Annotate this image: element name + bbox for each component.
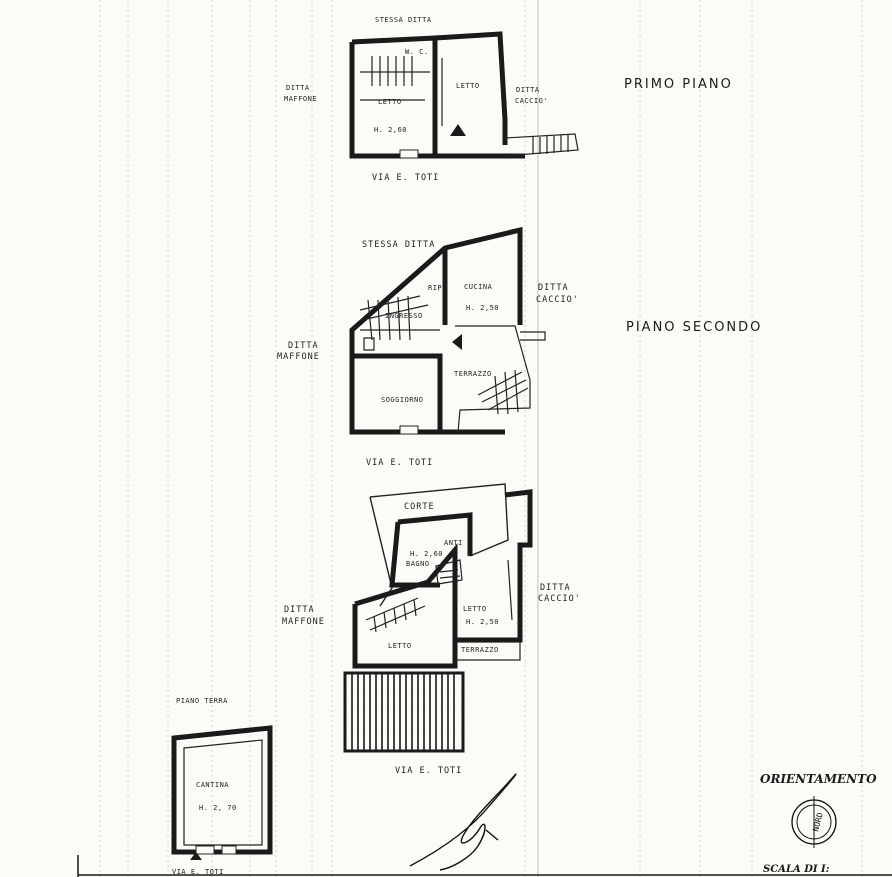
plan1-height: H. 2,60 xyxy=(374,126,407,134)
plan3-anti: ANTI xyxy=(444,539,463,547)
plan3-letto-a: LETTO xyxy=(463,605,487,613)
nord-label: NORD xyxy=(811,811,825,832)
plan3-right-line2: CACCIO' xyxy=(538,594,581,604)
plan3-left-line2: MAFFONE xyxy=(282,617,325,627)
plan2-rip: RIP. xyxy=(428,284,447,292)
plan3-terrazzo: TERRAZZO xyxy=(461,646,499,654)
plan-primo-piano: STESSA DITTA DITTA MAFFONE DITTA CACCIO'… xyxy=(284,16,579,183)
title-piano-terra: PIANO TERRA xyxy=(176,697,228,705)
plan2-cucina: CUCINA xyxy=(464,283,493,291)
orientamento-label: ORIENTAMENTO xyxy=(760,772,877,786)
plan1-letto-b: LETTO xyxy=(456,82,480,90)
plan4-cantina: CANTINA xyxy=(196,781,229,789)
signature xyxy=(409,773,517,871)
plan3-letto-b: LETTO xyxy=(388,642,412,650)
plan1-right-line2: CACCIO' xyxy=(515,97,548,105)
hatched-storefront xyxy=(343,671,465,753)
plan1-wc: W. C. xyxy=(405,48,429,56)
plan-piano-terra: PIANO TERRA CANTINA H. 2, 70 VIA E. TOTI xyxy=(171,697,273,876)
plan3-right-line1: DITTA xyxy=(540,583,571,593)
plan2-left-line2: MAFFONE xyxy=(277,352,320,362)
entrance-arrow-icon xyxy=(450,124,466,136)
plan1-top-label: STESSA DITTA xyxy=(375,16,432,24)
plan2-height: H. 2,50 xyxy=(466,304,499,312)
plan3-left-line1: DITTA xyxy=(284,605,315,615)
plan2-soggiorno: SOGGIORNO xyxy=(381,396,423,404)
north-compass-icon: NORD xyxy=(791,796,837,848)
plan2-ingresso: INGRESSO xyxy=(385,312,423,320)
plan4-height: H. 2, 70 xyxy=(199,804,237,812)
plan2-top-label: STESSA DITTA xyxy=(362,240,435,250)
plan1-left-line2: MAFFONE xyxy=(284,95,317,103)
plan3-street: VIA E. TOTI xyxy=(395,766,462,776)
plan3-corte: CORTE xyxy=(404,502,435,512)
plan2-terrazzo: TERRAZZO xyxy=(454,370,492,378)
plan1-left-line1: DITTA xyxy=(286,84,310,92)
title-primo-piano: PRIMO PIANO xyxy=(624,77,733,92)
plan4-street: VIA E. TOTI xyxy=(172,868,224,876)
plan3-height-b: H. 2,50 xyxy=(466,618,499,626)
plan3-height-a: H. 2,60 xyxy=(410,550,443,558)
plan1-street: VIA E. TOTI xyxy=(372,173,439,183)
plan3-bagno: BAGNO xyxy=(406,560,430,568)
plan2-street: VIA E. TOTI xyxy=(366,458,433,468)
plan1-letto-a: LETTO xyxy=(378,98,402,106)
entrance-arrow-icon xyxy=(452,334,462,350)
plan-piano-secondo: STESSA DITTA DITTA MAFFONE DITTA CACCIO'… xyxy=(277,226,579,468)
entrance-arrow-icon xyxy=(190,852,202,860)
plan-terzo: CORTE ANTI H. 2,60 BAGNO DITTA MAFFONE D… xyxy=(282,483,581,776)
plan2-right-line2: CACCIO' xyxy=(536,295,579,305)
title-piano-secondo: PIANO SECONDO xyxy=(626,320,762,335)
plan1-right-line1: DITTA xyxy=(516,86,540,94)
plan2-left-line1: DITTA xyxy=(288,341,319,351)
scala-label: SCALA DI I: xyxy=(763,864,830,875)
drafting-grid xyxy=(99,0,863,877)
plan2-right-line1: DITTA xyxy=(538,283,569,293)
